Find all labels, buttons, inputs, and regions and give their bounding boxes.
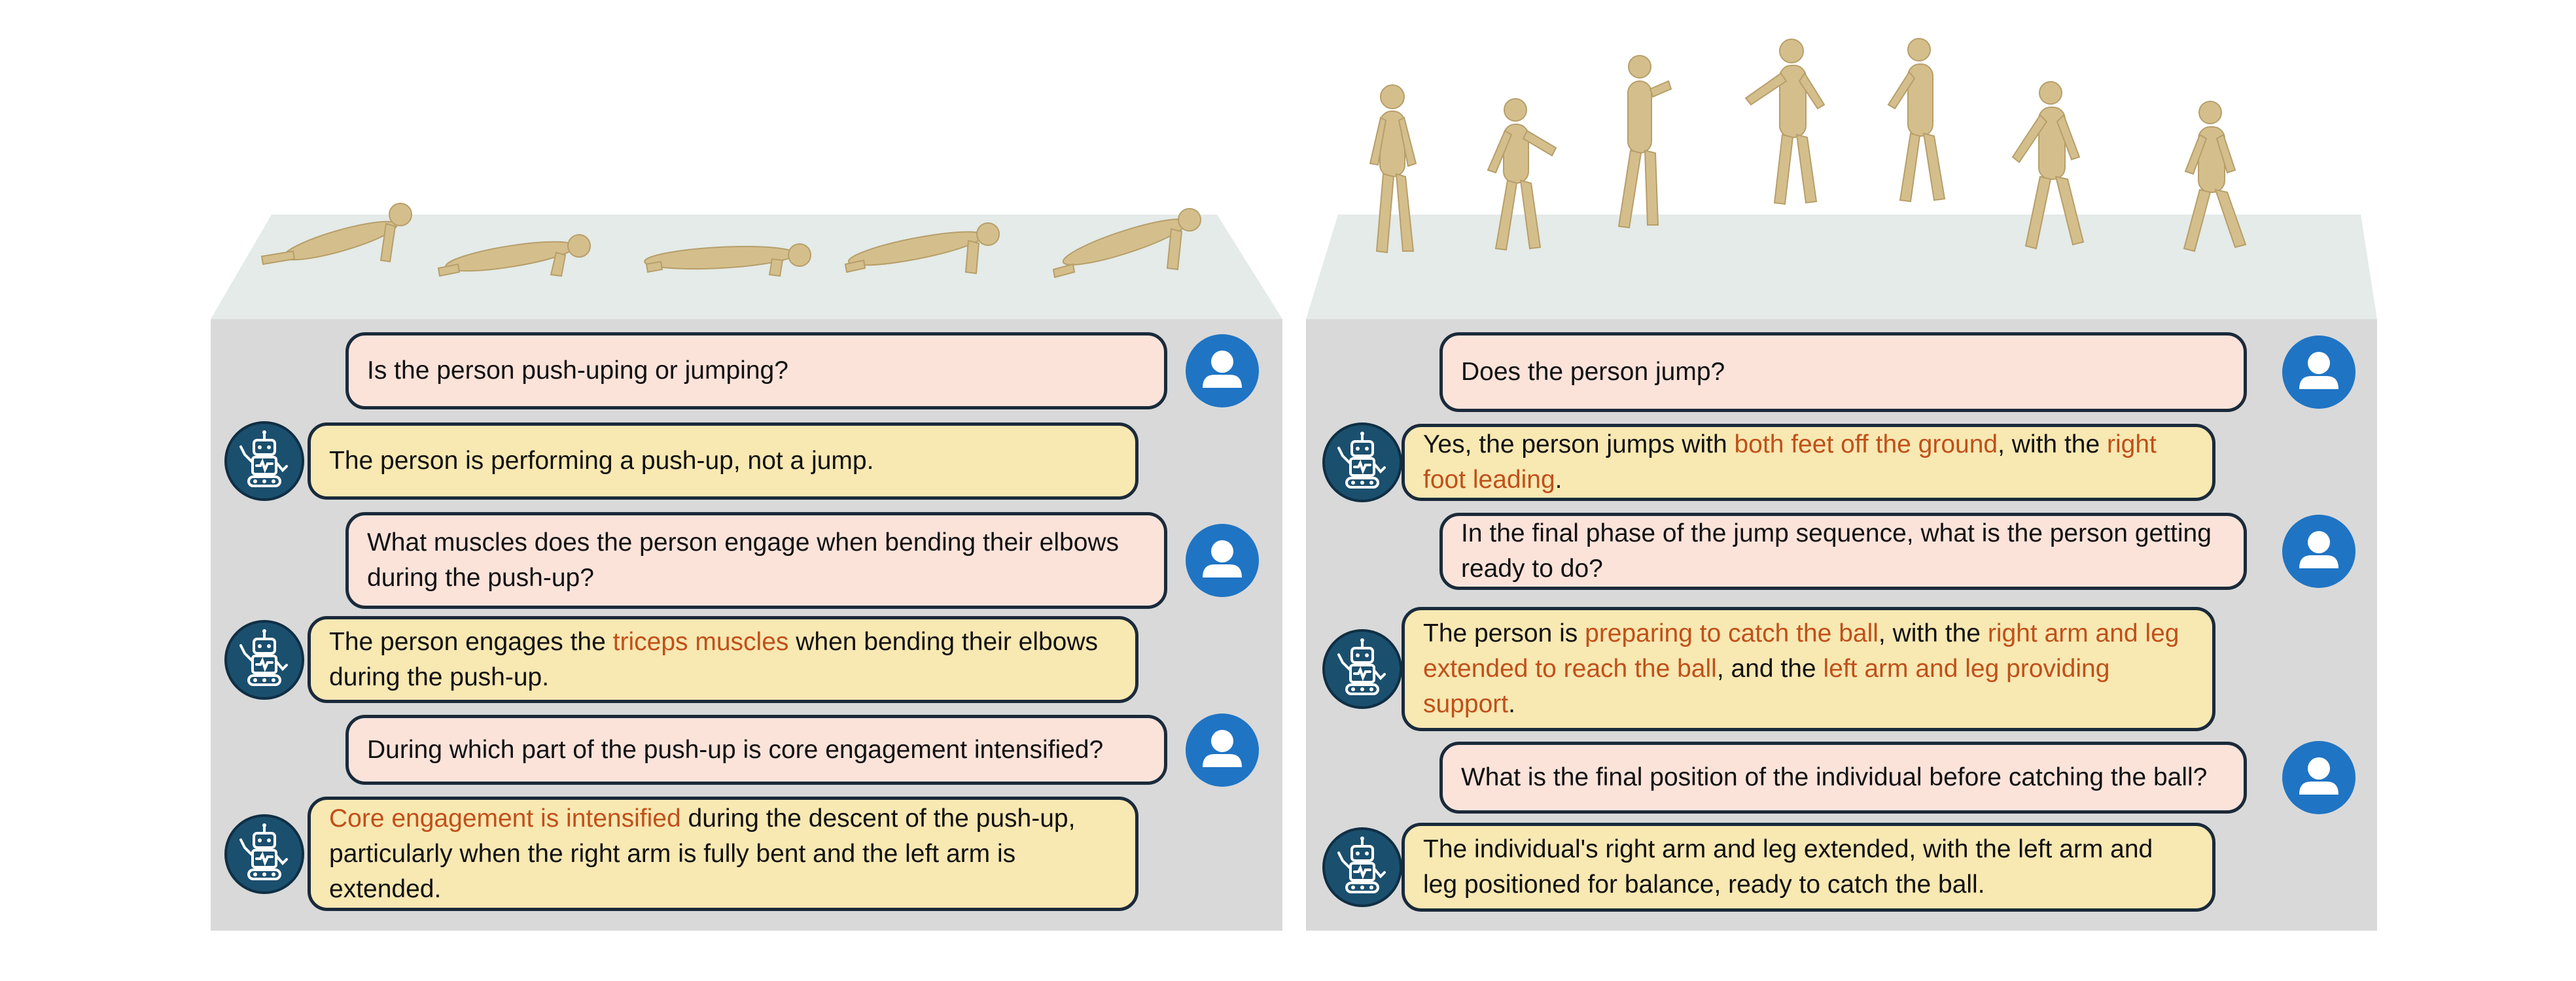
robot-avatar-icon: [224, 619, 304, 700]
user-avatar-icon: [1186, 334, 1259, 407]
user-question-bubble: What muscles does the person engage when…: [345, 512, 1167, 609]
robot-avatar-icon: [1322, 629, 1402, 709]
assistant-answer-bubble: Yes, the person jumps with both feet off…: [1402, 424, 2215, 501]
assistant-answer-bubble: The person is preparing to catch the bal…: [1402, 607, 2215, 731]
jump-figure-1: [1369, 84, 1417, 254]
pushup-figure-4: [844, 222, 1000, 275]
assistant-answer-bubble: The person is performing a push-up, not …: [308, 422, 1138, 500]
user-avatar-icon: [2282, 515, 2355, 588]
highlighted-phrase: triceps muscles: [612, 627, 789, 656]
bubble-text: The person engages the triceps muscles w…: [329, 625, 1117, 695]
bubble-text: Does the person jump?: [1461, 354, 1725, 390]
user-question-bubble: Does the person jump?: [1439, 332, 2247, 412]
user-question-bubble: Is the person push-uping or jumping?: [345, 332, 1167, 409]
highlighted-phrase: Core engagement is intensified: [329, 804, 681, 833]
bubble-text: The individual's right arm and leg exten…: [1423, 832, 2194, 903]
text-segment: In the final phase of the jump sequence,…: [1461, 519, 2212, 583]
robot-avatar-icon: [1322, 422, 1402, 502]
user-question-bubble: What is the final position of the indivi…: [1439, 742, 2247, 814]
highlighted-phrase: right foot leading: [1423, 430, 2157, 494]
assistant-answer-bubble: The person engages the triceps muscles w…: [308, 616, 1138, 703]
user-avatar-icon: [1186, 713, 1259, 787]
jump-figure-4: [1744, 39, 1826, 205]
bubble-text: What is the final position of the indivi…: [1461, 760, 2207, 795]
highlighted-phrase: preparing to catch the ball: [1585, 619, 1879, 647]
user-avatar-icon: [2282, 741, 2355, 814]
robot-avatar-icon: [224, 814, 304, 894]
bubble-text: The person is preparing to catch the bal…: [1423, 616, 2194, 722]
jump-figure-5: [1887, 38, 1946, 203]
bubble-text: During which part of the push-up is core…: [367, 732, 1103, 768]
robot-avatar-icon: [1322, 827, 1402, 907]
text-segment: Yes, the person jumps with: [1423, 430, 1735, 458]
floor-plane: [211, 215, 1282, 319]
text-segment: , with the: [1998, 430, 2108, 458]
bubble-text: Core engagement is intensified during th…: [329, 801, 1117, 907]
text-segment: .: [1555, 466, 1562, 494]
bubble-text: What muscles does the person engage when…: [367, 525, 1146, 596]
text-segment: Does the person jump?: [1461, 358, 1725, 386]
bubble-text: Yes, the person jumps with both feet off…: [1423, 427, 2194, 498]
highlighted-phrase: left arm and leg providing support: [1423, 655, 2110, 718]
text-segment: during the descent of the push-up, parti…: [329, 804, 1076, 903]
text-segment: , with the: [1878, 619, 1988, 647]
highlighted-phrase: both feet off the ground: [1734, 430, 1998, 458]
jump-figure-7: [2183, 101, 2247, 252]
user-avatar-icon: [2282, 336, 2355, 409]
text-segment: The person engages the: [329, 627, 613, 656]
text-segment: During which part of the push-up is core…: [367, 735, 1104, 764]
text-segment: Is the person push-uping or jumping?: [367, 356, 788, 385]
jump-figure-3: [1617, 55, 1672, 229]
text-segment: when bending their elbows during the pus…: [329, 627, 1099, 691]
assistant-answer-bubble: Core engagement is intensified during th…: [308, 797, 1138, 911]
text-segment: , and the: [1716, 655, 1824, 683]
text-segment: The person is: [1423, 619, 1585, 647]
robot-avatar-icon: [224, 421, 304, 501]
user-question-bubble: In the final phase of the jump sequence,…: [1439, 513, 2247, 590]
jump-figure-6: [2011, 81, 2085, 250]
bubble-text: In the final phase of the jump sequence,…: [1461, 516, 2225, 587]
pushup-figure-5: [1052, 208, 1201, 279]
text-segment: What muscles does the person engage when…: [367, 528, 1120, 592]
pushup-figure-3: [644, 243, 811, 277]
bubble-text: The person is performing a push-up, not …: [329, 443, 873, 479]
highlighted-phrase: right arm and leg extended to reach the …: [1423, 619, 2179, 683]
assistant-answer-bubble: The individual's right arm and leg exten…: [1402, 823, 2215, 912]
jump-dialogue-panel: Does the person jump? Yes, the person ju…: [1288, 0, 2576, 981]
text-segment: The person is performing a push-up, not …: [329, 447, 874, 475]
user-avatar-icon: [1186, 524, 1259, 597]
bubble-text: Is the person push-uping or jumping?: [367, 353, 788, 388]
text-segment: The individual's right arm and leg exten…: [1423, 835, 2153, 899]
user-question-bubble: During which part of the push-up is core…: [345, 715, 1167, 785]
pushup-figure-1: [260, 203, 412, 266]
text-segment: .: [1508, 690, 1515, 718]
text-segment: What is the final position of the indivi…: [1461, 763, 2208, 791]
jump-figure-2: [1487, 98, 1557, 251]
pushup-figure-2: [437, 234, 591, 277]
pushup-dialogue-panel: Is the person push-uping or jumping? The…: [211, 203, 1282, 931]
floor-plane: [1306, 215, 2377, 319]
